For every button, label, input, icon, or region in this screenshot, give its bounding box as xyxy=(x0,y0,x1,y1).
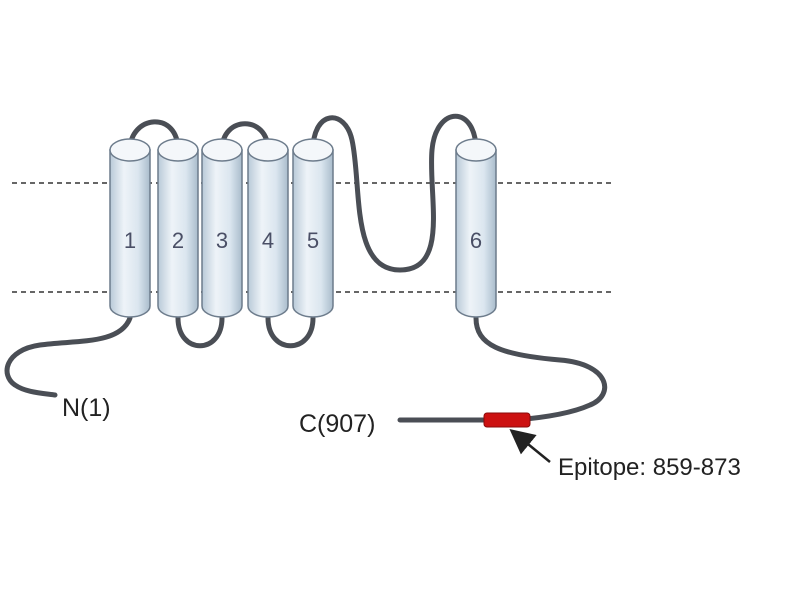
helix-number-label: 5 xyxy=(307,228,319,253)
helix-4: 4 xyxy=(247,138,289,318)
n-terminal-tail xyxy=(4,315,133,398)
helix-body xyxy=(109,149,151,318)
helix-3: 3 xyxy=(201,138,243,318)
helix-cap xyxy=(201,138,243,162)
c-terminus-label: C(907) xyxy=(299,410,375,438)
helix-cap xyxy=(292,138,334,162)
helix-2: 2 xyxy=(157,138,199,318)
c-terminal-tail xyxy=(397,315,608,423)
helix-body xyxy=(201,149,243,318)
helix-body xyxy=(247,149,289,318)
helix-1: 1 xyxy=(109,138,151,318)
epitope-label: Epitope: 859-873 xyxy=(558,454,741,481)
helix-cap xyxy=(247,138,289,162)
helix-6: 6 xyxy=(455,138,497,318)
loop-4-5 xyxy=(265,315,316,349)
helix-body xyxy=(455,149,497,318)
helix-cap xyxy=(109,138,151,162)
n-terminus-label: N(1) xyxy=(62,394,111,422)
helix-group: 1 2 3 4 5 6 xyxy=(109,138,497,318)
helix-body xyxy=(157,149,199,318)
helix-cap xyxy=(157,138,199,162)
epitope-marker xyxy=(483,412,531,428)
helix-5: 5 xyxy=(292,138,334,318)
helix-number-label: 6 xyxy=(470,228,482,253)
helix-number-label: 1 xyxy=(124,228,136,253)
helix-number-label: 4 xyxy=(262,228,274,253)
helix-cap xyxy=(455,138,497,162)
helix-number-label: 3 xyxy=(216,228,228,253)
helix-number-label: 2 xyxy=(172,228,184,253)
helix-body xyxy=(292,149,334,318)
loop-2-3 xyxy=(175,315,225,349)
epitope-arrow-icon xyxy=(509,428,551,463)
loop-5-6 xyxy=(310,113,479,273)
